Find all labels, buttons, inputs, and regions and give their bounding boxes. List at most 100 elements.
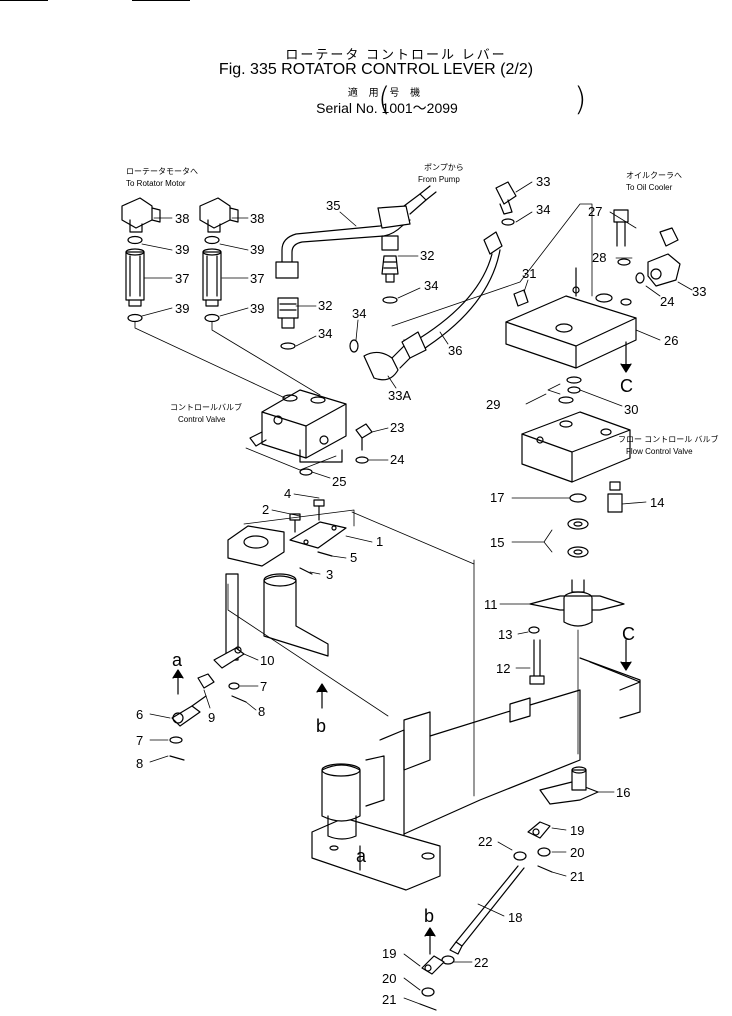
pin-8-lower — [169, 755, 185, 761]
elbow-33-right — [647, 227, 681, 287]
o-ring-34-side — [349, 339, 359, 353]
o-ring-24-right — [635, 272, 645, 284]
adapter-37-left — [125, 248, 145, 307]
bolt-4 — [313, 499, 325, 521]
callout-a: a — [172, 650, 183, 670]
o-ring-39-d — [204, 313, 220, 323]
leader-lines — [141, 181, 693, 1005]
note-flow-control-valve: Flow Control Valve — [626, 447, 693, 456]
nut-9 — [197, 673, 215, 689]
part-label-8: 8 — [258, 704, 265, 719]
bolt-23 — [355, 423, 373, 451]
part-label-17: 17 — [490, 490, 504, 505]
pin-3 — [299, 567, 313, 575]
part-label-22: 22 — [478, 834, 492, 849]
part-label-15: 15 — [490, 535, 504, 550]
callout-c: C — [620, 376, 633, 396]
control-rod-10 — [213, 573, 329, 669]
plate-1 — [289, 521, 347, 549]
o-ring-29-upper — [566, 376, 582, 384]
nut-7-lower — [169, 736, 183, 744]
part-label-6: 6 — [136, 707, 143, 722]
part-label-37: 37 — [250, 271, 264, 286]
elbow-fitting-38-right — [199, 197, 239, 233]
note-from-pump-jp: ポンプから — [424, 163, 464, 172]
part-label-30: 30 — [624, 402, 638, 417]
part-label-19: 19 — [382, 946, 396, 961]
snap-ring-17 — [569, 493, 587, 503]
nut-7-upper — [228, 682, 240, 690]
fitting-32-lower — [277, 297, 299, 329]
bolt-14 — [607, 481, 623, 513]
part-label-3: 3 — [326, 567, 333, 582]
part-label-34: 34 — [352, 306, 366, 321]
callout-b: b — [424, 906, 434, 926]
part-label-33: 33 — [536, 174, 550, 189]
fitting-32-upper — [381, 235, 399, 283]
part-label-27: 27 — [588, 204, 602, 219]
floor-frame — [311, 657, 641, 891]
note-to-oil-cooler: To Oil Cooler — [626, 183, 673, 192]
part-label-25: 25 — [332, 474, 346, 489]
o-ring-39-b — [204, 235, 220, 245]
part-label-1: 1 — [376, 534, 383, 549]
header-rule-left — [0, 0, 48, 1]
pin-21-lower — [419, 1003, 437, 1011]
nut-20-upper — [537, 847, 551, 857]
rod-18 — [449, 865, 525, 955]
o-ring-30 — [567, 386, 581, 394]
part-label-39: 39 — [250, 301, 264, 316]
rod-end-6 — [171, 695, 207, 727]
part-label-35: 35 — [326, 198, 340, 213]
part-label-32: 32 — [318, 298, 332, 313]
part-label-38: 38 — [250, 211, 264, 226]
washer-28 — [617, 258, 631, 266]
header-rule-right — [132, 0, 190, 1]
part-label-31: 31 — [522, 266, 536, 281]
elbow-fitting-38-left — [121, 197, 161, 233]
hose-36 — [401, 181, 517, 359]
part-label-34: 34 — [318, 326, 332, 341]
o-ring-34-lower — [280, 342, 296, 350]
o-ring-39-a — [127, 235, 143, 245]
callout-c: C — [622, 624, 635, 644]
serial-paren-right: ) — [574, 80, 587, 118]
control-valve-body — [249, 389, 347, 463]
part-label-28: 28 — [592, 250, 606, 265]
manifold-block-26 — [505, 267, 637, 369]
note-flow-control-valve-jp: フロー コントロール バルブ — [618, 434, 718, 444]
bolt-27 — [613, 209, 629, 247]
note-from-pump: From Pump — [418, 175, 460, 184]
serial-range: Serial No. 1001～2099 — [316, 100, 458, 116]
part-label-10: 10 — [260, 653, 274, 668]
hose-35 — [275, 185, 437, 279]
o-ring-34-upper — [382, 296, 398, 304]
applicable-japanese: 適 用 号 機 — [347, 88, 425, 99]
washer-13 — [528, 626, 540, 634]
o-ring-39-c — [127, 313, 143, 323]
bracket-housing — [227, 525, 285, 567]
part-label-12: 12 — [496, 661, 510, 676]
part-label-7: 7 — [260, 679, 267, 694]
part-label-11: 11 — [484, 597, 498, 612]
part-label-39: 39 — [175, 301, 189, 316]
nut-22-lower — [441, 955, 455, 965]
plug-31 — [513, 289, 529, 307]
part-label-36: 36 — [448, 343, 462, 358]
note-to-rotator-motor-jp: ローテータモータへ — [126, 167, 198, 176]
note-to-oil-cooler-jp: オイルクーラへ — [626, 171, 682, 180]
part-label-16: 16 — [616, 785, 630, 800]
bolt-12 — [529, 639, 545, 685]
part-label-13: 13 — [498, 627, 512, 642]
adapter-37-right — [202, 248, 222, 307]
part-label-8: 8 — [136, 756, 143, 771]
nut-20-lower — [421, 987, 435, 997]
rotator-cylinder — [321, 755, 385, 840]
part-label-34: 34 — [536, 202, 550, 217]
pin-8-upper — [231, 695, 247, 703]
figure-title: Fig. 335 ROTATOR CONTROL LEVER (2/2) — [218, 61, 534, 78]
lever-11 — [529, 579, 625, 627]
part-label-18: 18 — [508, 910, 522, 925]
part-label-34: 34 — [424, 278, 438, 293]
